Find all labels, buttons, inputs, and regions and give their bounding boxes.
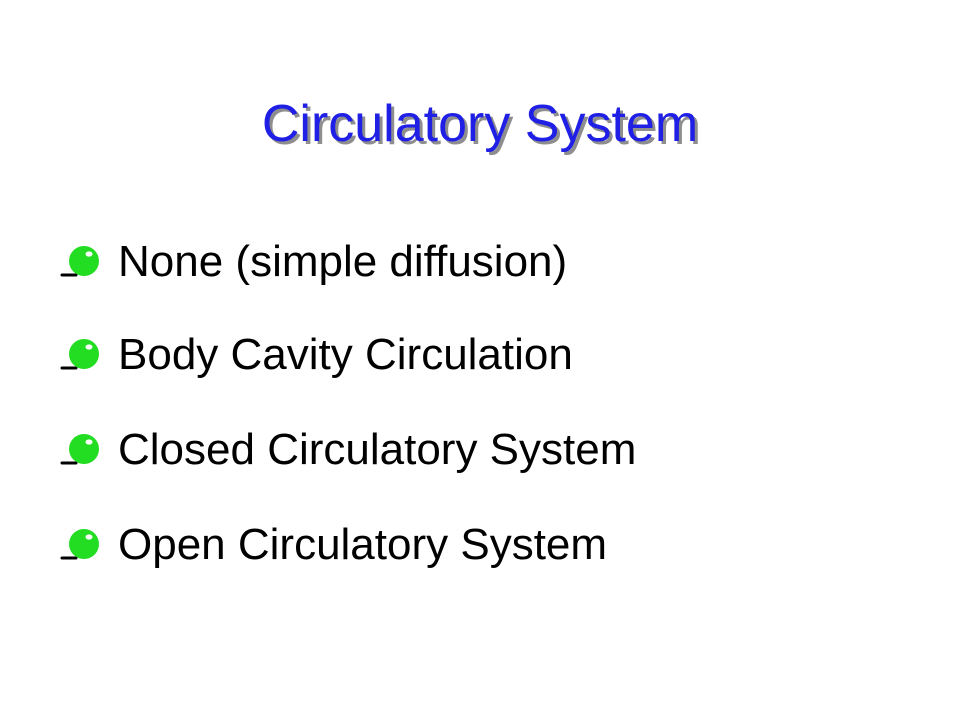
- list-item: Closed Circulatory System: [56, 425, 936, 495]
- green-ball-bullet-icon: [60, 434, 99, 465]
- slide-title: Circulatory System: [261, 95, 699, 153]
- list-item: Body Cavity Circulation: [56, 330, 936, 400]
- bullet-text: Closed Circulatory System: [118, 425, 637, 474]
- list-item: Open Circulatory System: [56, 520, 936, 590]
- list-item: None (simple diffusion): [56, 237, 936, 307]
- bullet-text: None (simple diffusion): [118, 237, 568, 286]
- green-ball-bullet-icon: [60, 529, 99, 560]
- green-ball-bullet-icon: [60, 339, 99, 370]
- bullet-text: Body Cavity Circulation: [118, 330, 573, 379]
- bullet-text: Open Circulatory System: [118, 520, 608, 569]
- green-ball-bullet-icon: [60, 246, 99, 277]
